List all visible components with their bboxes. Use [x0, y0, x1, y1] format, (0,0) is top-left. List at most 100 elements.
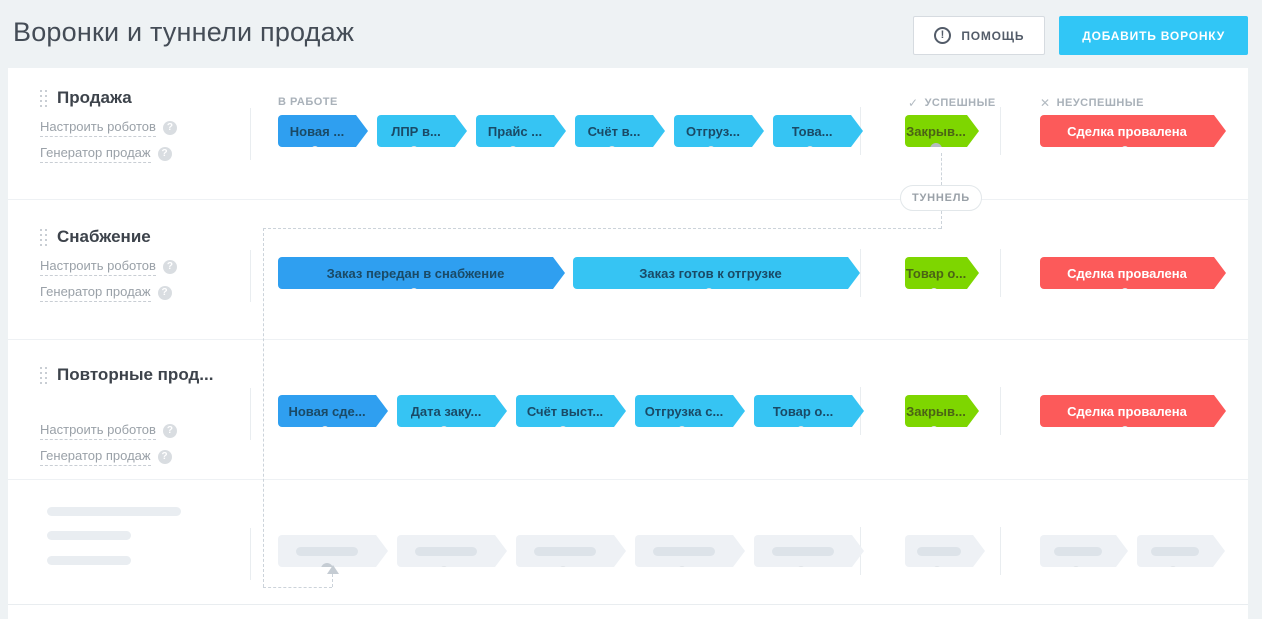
stage-connector-dot — [797, 566, 805, 574]
stage-lane — [264, 527, 1240, 575]
ghost-stage-bar — [917, 547, 961, 556]
work-stages-group: Новая ... ЛПР в... Прайс ... Счёт в... О… — [264, 115, 860, 155]
in-progress-label: В РАБОТЕ — [278, 96, 338, 108]
question-icon: ? — [157, 285, 172, 300]
column-divider — [1000, 387, 1001, 435]
stage-connector-dot[interactable] — [930, 288, 938, 296]
funnel-stage[interactable]: Отгрузка с... — [635, 395, 745, 427]
stage-connector-dot[interactable] — [509, 146, 517, 154]
stage-connector-dot[interactable] — [410, 288, 418, 296]
funnel-stage-success[interactable]: Закрыв... — [905, 115, 979, 147]
funnel-stage[interactable]: ЛПР в... — [377, 115, 467, 147]
stage-connector-dot[interactable] — [678, 426, 686, 434]
configure-robots-link[interactable]: Настроить роботов ? — [40, 118, 250, 137]
stage-connector-dot[interactable] — [608, 146, 616, 154]
ghost-stage — [635, 535, 745, 567]
stage-connector-dot[interactable] — [410, 146, 418, 154]
funnel-stage[interactable]: Заказ готов к отгрузке — [573, 257, 860, 289]
lane-divider — [250, 528, 251, 580]
funnel-row-sales: В РАБОТЕ ✓ УСПЕШНЫЕ ✕ НЕУСПЕШНЫЕ Продажа… — [8, 68, 1248, 200]
work-stages-group — [264, 535, 860, 575]
question-icon: ? — [162, 120, 177, 135]
funnel-title[interactable]: Снабжение — [57, 227, 151, 246]
skeleton-bar — [47, 556, 131, 565]
tunnel-target-dot — [321, 563, 333, 575]
stage-connector-dot — [1072, 566, 1080, 574]
stage-connector-dot — [559, 566, 567, 574]
skeleton-bar — [47, 531, 131, 540]
sales-generator-link[interactable]: Генератор продаж ? — [40, 447, 250, 466]
stage-connector-dot[interactable] — [1121, 426, 1129, 434]
stage-connector-dot[interactable] — [930, 426, 938, 434]
stage-connector-dot[interactable] — [440, 426, 448, 434]
funnel-stage[interactable]: Заказ передан в снабжение — [278, 257, 565, 289]
funnel-stage[interactable]: Товар о... — [754, 395, 864, 427]
drag-handle-icon[interactable] — [40, 228, 48, 246]
stage-connector-dot[interactable] — [806, 146, 814, 154]
ghost-stage — [516, 535, 626, 567]
funnel-stage[interactable]: Прайс ... — [476, 115, 566, 147]
funnel-title[interactable]: Повторные прод... — [57, 365, 214, 384]
funnels-panel: В РАБОТЕ ✓ УСПЕШНЫЕ ✕ НЕУСПЕШНЫЕ Продажа… — [8, 68, 1248, 619]
column-divider — [1000, 527, 1001, 575]
configure-robots-link[interactable]: Настроить роботов ? — [40, 421, 250, 440]
funnel-stage[interactable]: Отгруз... — [674, 115, 764, 147]
drag-handle-icon[interactable] — [40, 89, 48, 107]
funnel-stage[interactable]: Дата заку... — [397, 395, 507, 427]
question-icon: ? — [157, 449, 172, 464]
stage-connector-dot[interactable] — [705, 288, 713, 296]
help-button[interactable]: ! ПОМОЩЬ — [913, 16, 1046, 55]
lane-divider — [250, 108, 251, 160]
cross-icon: ✕ — [1040, 96, 1051, 110]
funnel-stage-fail[interactable]: Сделка провалена — [1040, 257, 1226, 289]
funnel-stage-success[interactable]: Закрыв... — [905, 395, 979, 427]
funnel-stage[interactable]: Това... — [773, 115, 863, 147]
configure-robots-link[interactable]: Настроить роботов ? — [40, 257, 250, 276]
stage-lane: Новая сде... Дата заку... Счёт выст... О… — [264, 387, 1240, 435]
sales-generator-label: Генератор продаж — [40, 283, 151, 302]
help-button-label: ПОМОЩЬ — [961, 28, 1025, 43]
funnel-stage[interactable]: Новая ... — [278, 115, 368, 147]
stage-connector-dot[interactable] — [321, 426, 329, 434]
top-bar: Воронки и туннели продаж ! ПОМОЩЬ ДОБАВИ… — [0, 0, 1262, 68]
funnel-stage[interactable]: Счёт в... — [575, 115, 665, 147]
sales-generator-link[interactable]: Генератор продаж ? — [40, 144, 250, 163]
sales-generator-label: Генератор продаж — [40, 144, 151, 163]
stage-connector-dot — [678, 566, 686, 574]
stage-connector-dot[interactable] — [311, 146, 319, 154]
tunnel-source-dot[interactable] — [930, 143, 942, 155]
funnel-row-repeat-sales: Повторные прод... Настроить роботов ? Ге… — [8, 340, 1248, 480]
column-header-in-progress: В РАБОТЕ — [278, 96, 338, 108]
info-icon: ! — [934, 27, 952, 44]
drag-handle-icon[interactable] — [40, 366, 48, 384]
funnel-stage[interactable]: Новая сде... — [278, 395, 388, 427]
stage-connector-dot — [1169, 566, 1177, 574]
funnel-title[interactable]: Продажа — [57, 88, 132, 107]
skeleton-bar — [47, 507, 181, 516]
lane-divider — [250, 250, 251, 302]
configure-robots-label: Настроить роботов — [40, 421, 156, 440]
funnel-stage[interactable]: Счёт выст... — [516, 395, 626, 427]
sales-generator-link[interactable]: Генератор продаж ? — [40, 283, 250, 302]
tunnel-badge-label: ТУННЕЛЬ — [911, 192, 970, 204]
stage-connector-dot[interactable] — [797, 426, 805, 434]
stage-connector-dot — [933, 566, 941, 574]
funnel-stage-fail[interactable]: Сделка провалена — [1040, 115, 1226, 147]
ghost-stage-bar — [296, 547, 359, 556]
lane-divider — [250, 388, 251, 440]
stage-connector-dot[interactable] — [707, 146, 715, 154]
success-stage-group: Закрыв... — [861, 115, 1000, 155]
column-header-success: ✓ УСПЕШНЫЕ — [908, 96, 996, 110]
ghost-stage-bar — [534, 547, 597, 556]
stage-connector-dot[interactable] — [559, 426, 567, 434]
funnel-stage-fail[interactable]: Сделка провалена — [1040, 395, 1226, 427]
add-funnel-button[interactable]: ДОБАВИТЬ ВОРОНКУ — [1059, 16, 1248, 55]
funnel-info: Продажа Настроить роботов ? Генератор пр… — [40, 88, 250, 170]
stage-connector-dot[interactable] — [1121, 146, 1129, 154]
stage-connector-dot[interactable] — [1121, 288, 1129, 296]
ghost-stage — [1137, 535, 1225, 567]
tunnel-badge[interactable]: ТУННЕЛЬ — [900, 185, 982, 211]
funnel-info: Повторные прод... Настроить роботов ? Ге… — [40, 365, 250, 473]
funnel-stage-success[interactable]: Товар о... — [905, 257, 979, 289]
stage-connector-dot — [440, 566, 448, 574]
